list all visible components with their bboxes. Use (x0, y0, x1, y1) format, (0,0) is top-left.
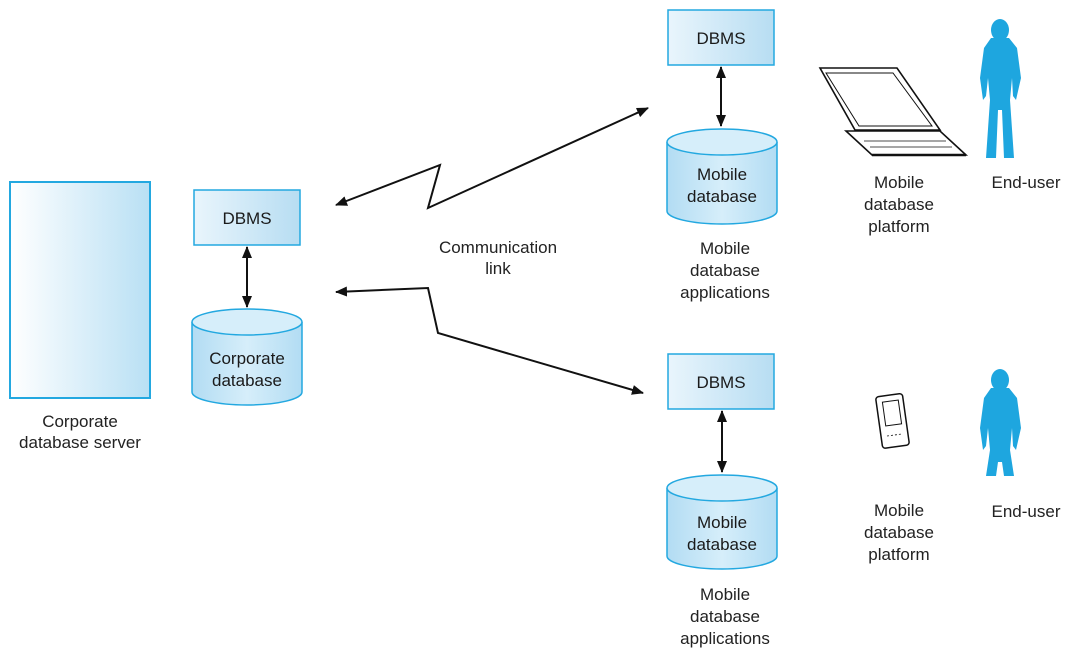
bottom-mobile-database-cylinder: Mobile database (666, 474, 778, 570)
corporate-dbms-label: DBMS (222, 209, 271, 228)
top-apps-caption-line2: database (690, 261, 760, 280)
top-apps-caption-line3: applications (680, 283, 770, 302)
bottom-end-user-label: End-user (992, 502, 1061, 521)
top-platform-caption-line3: platform (868, 217, 929, 236)
link-label-line1: Communication (439, 238, 557, 257)
link-to-top-site (335, 107, 649, 210)
server-caption-line2: database server (19, 433, 141, 452)
bottom-apps-caption-line3: applications (680, 629, 770, 648)
bottom-db-label-line1: Mobile (697, 513, 747, 532)
top-end-user-label: End-user (992, 173, 1061, 192)
bottom-end-user-person-icon (980, 369, 1021, 476)
top-mobile-database-cylinder: Mobile database (666, 128, 778, 225)
bottom-dbms-box: DBMS (667, 353, 775, 410)
corporate-database-cylinder: Corporate database (191, 308, 303, 406)
corporate-server (9, 181, 151, 399)
top-db-label-line1: Mobile (697, 165, 747, 184)
top-end-user-person-icon (980, 19, 1021, 158)
corporate-db-label-line2: database (212, 371, 282, 390)
corporate-dbms-box: DBMS (193, 189, 301, 246)
link-to-bottom-site (335, 286, 644, 395)
top-platform-caption-line2: database (864, 195, 934, 214)
bottom-db-label-line2: database (687, 535, 757, 554)
server-caption-line1: Corporate (42, 412, 118, 431)
bottom-platform-caption-line2: database (864, 523, 934, 542)
top-apps-caption-line1: Mobile (700, 239, 750, 258)
laptop-icon (818, 67, 969, 157)
bottom-apps-caption-line1: Mobile (700, 585, 750, 604)
top-platform-caption-line1: Mobile (874, 173, 924, 192)
phone-icon (875, 392, 910, 449)
top-db-label-line2: database (687, 187, 757, 206)
bottom-platform-caption-line1: Mobile (874, 501, 924, 520)
top-dbms-label: DBMS (696, 29, 745, 48)
bottom-apps-caption-line2: database (690, 607, 760, 626)
link-label-line2: link (485, 259, 511, 278)
corporate-db-label-line1: Corporate (209, 349, 285, 368)
bottom-platform-caption-line3: platform (868, 545, 929, 564)
bottom-dbms-label: DBMS (696, 373, 745, 392)
top-dbms-box: DBMS (667, 9, 775, 66)
